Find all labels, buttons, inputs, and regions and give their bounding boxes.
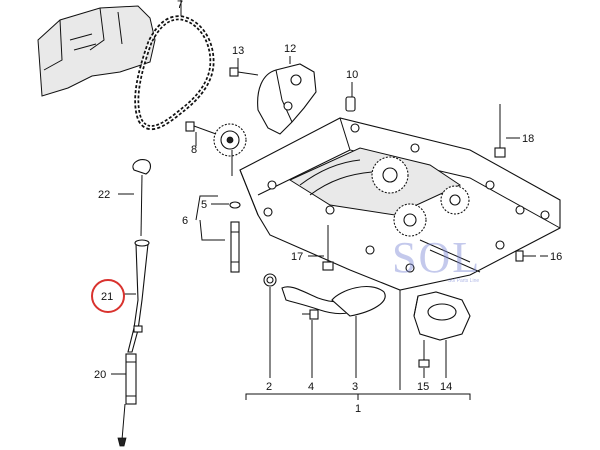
callout-6: 6: [182, 215, 188, 227]
bolt-15-part: [418, 340, 430, 368]
o-ring-5-part: [229, 201, 241, 209]
sprocket-bolt-part: [185, 121, 217, 135]
watermark-logo: SOL Sol Parts Line: [392, 233, 481, 284]
callout-10: 10: [346, 69, 358, 81]
dowel-sleeve-part: [345, 96, 356, 112]
oil-pickup-tube-part: [281, 286, 386, 317]
callout-2: 2: [266, 381, 272, 393]
callout-1: 1: [355, 403, 361, 415]
oil-pump-part: [413, 291, 471, 341]
bolt-17-part: [322, 225, 334, 271]
callout-12: 12: [284, 43, 296, 55]
oil-pump-sprocket-part: [213, 123, 247, 157]
callout-18: 18: [522, 133, 534, 145]
callout-16: 16: [550, 251, 562, 263]
dipstick-lower-tube-part: [117, 353, 137, 447]
bolt-4-part: [302, 309, 319, 320]
bolt-18-part: [494, 104, 506, 158]
callout-5: 5: [201, 199, 207, 211]
timing-cover-part: [37, 5, 156, 97]
sleeve-6-part: [230, 221, 240, 273]
highlight-circle-21: [91, 279, 125, 313]
callout-22: 22: [98, 189, 110, 201]
tensioner-bolt-part: [229, 67, 259, 77]
leader-lines: [111, 0, 548, 400]
callout-8: 8: [191, 144, 197, 156]
callout-21: 21: [101, 291, 113, 303]
watermark-text: SOL: [392, 233, 481, 282]
dipstick-part: [132, 159, 152, 237]
chain-tensioner-part: [257, 63, 317, 135]
watermark-subtext: Sol Parts Line: [448, 278, 479, 284]
callout-14: 14: [440, 381, 452, 393]
bolt-16-part: [515, 250, 536, 262]
callout-13: 13: [232, 45, 244, 57]
callout-7: 7: [177, 0, 183, 11]
seal-2-part: [263, 273, 277, 287]
dipstick-guide-tube-part: [127, 239, 150, 353]
callout-20: 20: [94, 369, 106, 381]
callout-15: 15: [417, 381, 429, 393]
oil-pan-upper-part: [239, 117, 561, 291]
callout-4: 4: [308, 381, 314, 393]
callout-17: 17: [291, 251, 303, 263]
callout-3: 3: [352, 381, 358, 393]
